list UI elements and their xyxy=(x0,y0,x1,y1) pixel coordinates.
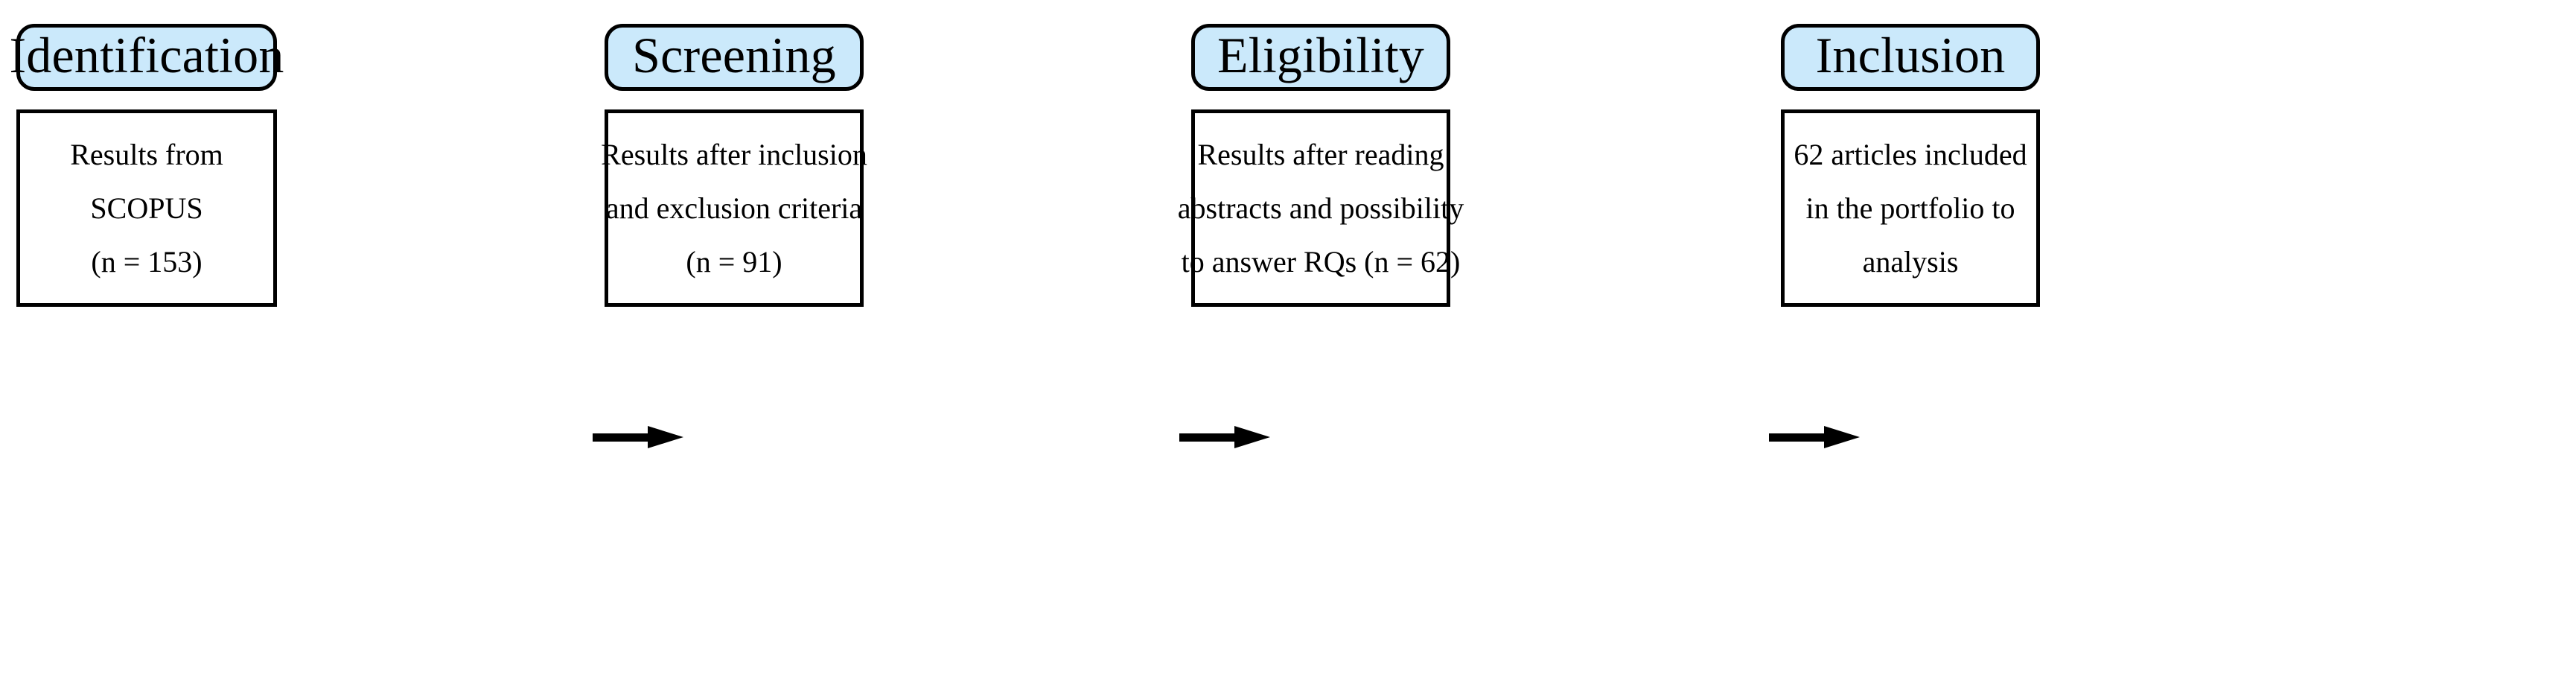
phase-header-label: Inclusion xyxy=(1815,27,2006,83)
arrow-right-icon xyxy=(593,426,683,448)
phase-header-label: Identification xyxy=(9,27,284,83)
stage-column-inclusion: Inclusion 62 articles included in the po… xyxy=(1781,0,2040,700)
content-box-eligibility: Results after reading abstracts and poss… xyxy=(1178,109,1464,307)
phase-header-label: Screening xyxy=(632,27,836,83)
content-line: Results after inclusion xyxy=(601,137,867,171)
phase-header-screening: Screening xyxy=(605,24,864,91)
arrow-right-icon xyxy=(1179,426,1270,448)
content-box-identification: Results from SCOPUS (n = 153) xyxy=(16,109,277,307)
content-line: and exclusion criteria xyxy=(605,191,863,225)
phase-header-eligibility: Eligibility xyxy=(1191,24,1450,91)
content-line: analysis xyxy=(1862,244,1959,279)
arrow-right-icon xyxy=(1769,426,1860,448)
content-line: Results after reading xyxy=(1197,137,1444,171)
content-line: in the portfolio to xyxy=(1805,191,2015,225)
stage-column-screening: Screening Results after inclusion and ex… xyxy=(601,0,867,700)
content-line: Results from xyxy=(70,137,223,171)
arrow-identification-to-screening xyxy=(593,426,683,448)
content-line: abstracts and possibility xyxy=(1177,191,1464,225)
phase-header-identification: Identification xyxy=(9,24,284,91)
content-line: 62 articles included xyxy=(1794,137,2027,171)
stage-column-identification: Identification Results from SCOPUS (n = … xyxy=(9,0,284,700)
phase-header-inclusion: Inclusion xyxy=(1781,24,2040,91)
arrow-screening-to-eligibility xyxy=(1179,426,1270,448)
content-line: SCOPUS xyxy=(90,191,203,225)
content-box-inclusion: 62 articles included in the portfolio to… xyxy=(1781,109,2040,307)
stage-column-eligibility: Eligibility Results after reading abstra… xyxy=(1178,0,1464,700)
content-box-screening: Results after inclusion and exclusion cr… xyxy=(601,109,867,307)
content-line: (n = 91) xyxy=(686,244,782,279)
content-line: (n = 153) xyxy=(91,244,203,279)
phase-header-label: Eligibility xyxy=(1217,27,1424,83)
arrow-eligibility-to-inclusion xyxy=(1769,426,1860,448)
content-line: to answer RQs (n = 62) xyxy=(1181,244,1461,279)
